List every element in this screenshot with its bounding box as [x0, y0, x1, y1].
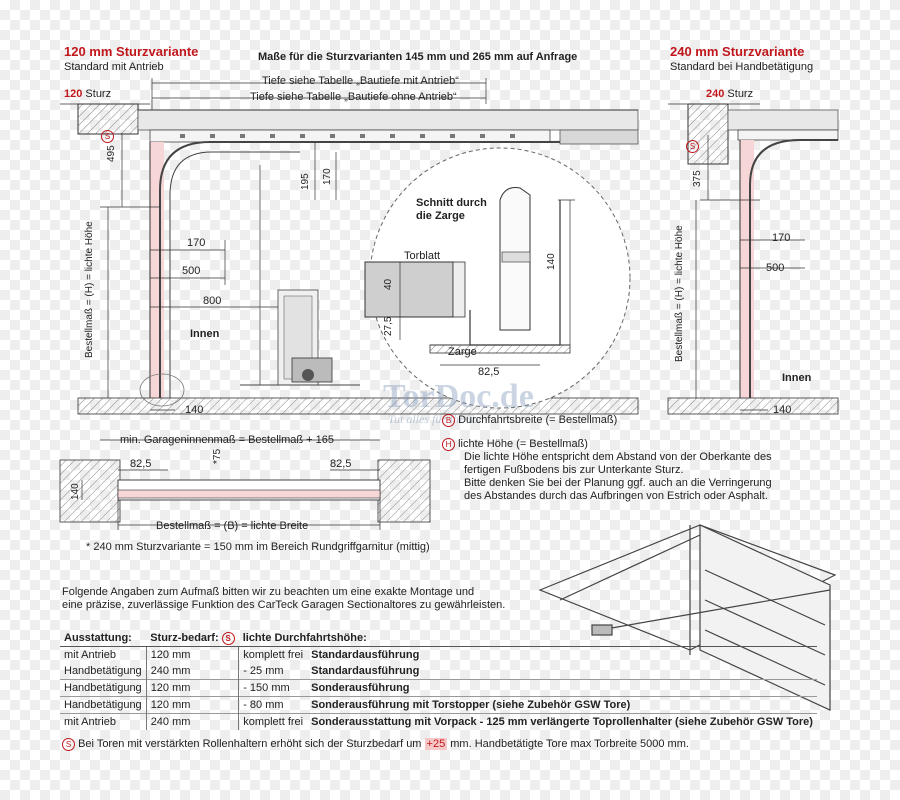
info-line-1: Folgende Angaben zum Aufmaß bitten wir z… — [62, 586, 475, 598]
cell-ausstattung: mit Antrieb — [60, 713, 147, 730]
dim-82-5-detail: 82,5 — [478, 366, 500, 378]
col-sturzbedarf: Sturz-bedarf: S — [146, 630, 239, 647]
legend-line-2: fertigen Fußbodens bis zur Unterkante St… — [464, 464, 684, 476]
legend-b-text: Durchfahrtsbreite (= Bestellmaß) — [458, 414, 618, 426]
schnitt-title-2: die Zarge — [416, 210, 465, 222]
dim-170-right: 170 — [772, 232, 791, 244]
dim-375: 375 — [692, 170, 703, 187]
footer-text-a: Bei Toren mit verstärkten Rollenhaltern … — [78, 738, 425, 750]
cell-sturzbedarf: 240 mm — [146, 713, 240, 730]
cell-hoehe: - 150 mm — [238, 679, 308, 697]
plan-82-5-right: 82,5 — [330, 458, 352, 470]
cell-ausfuehrung: Sonderausführung — [307, 679, 817, 697]
dim-27-5: 27,5 — [383, 316, 394, 336]
right-variant-subtitle: Standard bei Handbetätigung — [670, 61, 814, 73]
dim-500: 500 — [182, 265, 201, 277]
innen-left: Innen — [190, 328, 220, 340]
s-badge-table: S — [221, 632, 235, 645]
garage-width-label: min. Garageninnenmaß = Bestellmaß + 165 — [120, 434, 335, 446]
schnitt-title: Schnitt durch — [416, 197, 487, 209]
cell-hoehe: - 25 mm — [243, 665, 284, 677]
cell-hoehe: komplett frei — [238, 713, 308, 730]
footer-text-b: mm. Handbetätigte Tore max Torbreite 500… — [450, 738, 689, 750]
depth-no-motor-label: Tiefe siehe Tabelle „Bautiefe ohne Antri… — [250, 91, 457, 103]
legend-line-3: Bitte denken Sie bei der Planung ggf. au… — [464, 477, 772, 489]
legend-h-text: lichte Höhe (= Bestellmaß) — [458, 438, 588, 450]
footnote-240: * 240 mm Sturzvariante = 150 mm im Berei… — [86, 541, 430, 553]
cell-ausstattung: mit Antrieb — [60, 646, 147, 663]
depth-motor-label: Tiefe siehe Tabelle „Bautiefe mit Antrie… — [262, 75, 459, 87]
dim-495: 495 — [106, 145, 117, 162]
bestellmass-left: Bestellmaß = (H) = lichte Höhe — [84, 221, 95, 358]
dim-800: 800 — [203, 295, 222, 307]
left-variant-subtitle: Standard mit Antrieb — [64, 61, 164, 73]
s-badge-left: S — [101, 130, 114, 143]
footer-plus25: +25 — [424, 738, 448, 750]
cell-sturzbedarf: 120 mm — [146, 696, 240, 714]
cell-ausfuehrung: Standardausführung — [311, 665, 420, 677]
legend-line-4: des Abstandes durch das Aufbringen von E… — [464, 490, 768, 502]
table-header-row: Ausstattung: Sturz-bedarf: S lichte Durc… — [60, 630, 817, 647]
h-badge: H — [442, 438, 455, 451]
info-line-2: eine präzise, zuverlässige Funktion des … — [62, 599, 506, 611]
cell-ausstattung: Handbetätigung — [60, 663, 147, 680]
cell-sturzbedarf: 240 mm — [146, 663, 240, 680]
dim-500-right: 500 — [766, 262, 785, 274]
plan-82-5-left: 82,5 — [130, 458, 152, 470]
cell-ausstattung: Handbetätigung — [60, 696, 147, 714]
col-ausstattung: Ausstattung: — [60, 630, 147, 647]
dim-140-left: 140 — [185, 404, 204, 416]
cell-hoehe: komplett frei — [238, 646, 308, 663]
s-badge-right: S — [686, 140, 699, 153]
col-sturzbedarf-label: Sturz-bedarf: — [150, 632, 219, 644]
cell-sturzbedarf: 120 mm — [146, 646, 240, 663]
s-badge-footer: S — [62, 738, 75, 751]
cell-hoehe: - 80 mm — [238, 696, 308, 714]
torblatt-label: Torblatt — [404, 250, 441, 262]
dim-40: 40 — [383, 278, 394, 290]
right-sturz-value: 240 — [706, 88, 725, 100]
header-note: Maße für die Sturzvarianten 145 mm und 2… — [258, 51, 578, 63]
legend-line-1: Die lichte Höhe entspricht dem Abstand v… — [464, 451, 772, 463]
dim-140-detail: 140 — [546, 253, 557, 270]
cell-ausstattung: Handbetätigung — [60, 679, 147, 697]
dim-140-right: 140 — [773, 404, 792, 416]
spec-table: Ausstattung: Sturz-bedarf: S lichte Durc… — [60, 630, 817, 730]
dim-170-vert: 170 — [322, 168, 333, 185]
left-sturz-value: 120 — [64, 88, 83, 100]
plan-140: 140 — [70, 483, 81, 500]
col-hoehe: lichte Durchfahrtshöhe: — [238, 630, 817, 647]
cell-sturzbedarf: 120 mm — [146, 679, 240, 697]
right-variant-title: 240 mm Sturzvariante — [670, 44, 805, 59]
watermark-logo: TorDoc.de — [383, 378, 534, 415]
dim-195: 195 — [300, 173, 311, 190]
cell-ausfuehrung: Standardausführung — [307, 646, 817, 663]
bestellmass-right: Bestellmaß = (H) = lichte Höhe — [674, 225, 685, 362]
cell-ausfuehrung: Sonderausführung mit Torstopper (siehe Z… — [307, 696, 817, 714]
plan-75: *75 — [212, 448, 223, 464]
innen-right: Innen — [782, 372, 812, 384]
b-badge: B — [442, 414, 455, 427]
watermark-tagline: Tut alles für Ihr Tor — [388, 412, 483, 426]
zarge-label: Zarge — [448, 346, 477, 358]
dim-170: 170 — [187, 237, 206, 249]
left-variant-title: 120 mm Sturzvariante — [64, 44, 199, 59]
cell-ausfuehrung: Sonderausstattung mit Vorpack - 125 mm v… — [307, 713, 817, 730]
plan-bestellmass: Bestellmaß = (B) = lichte Breite — [156, 520, 309, 532]
right-sturz-label: Sturz — [727, 88, 754, 100]
left-sturz-label: Sturz — [85, 88, 112, 100]
